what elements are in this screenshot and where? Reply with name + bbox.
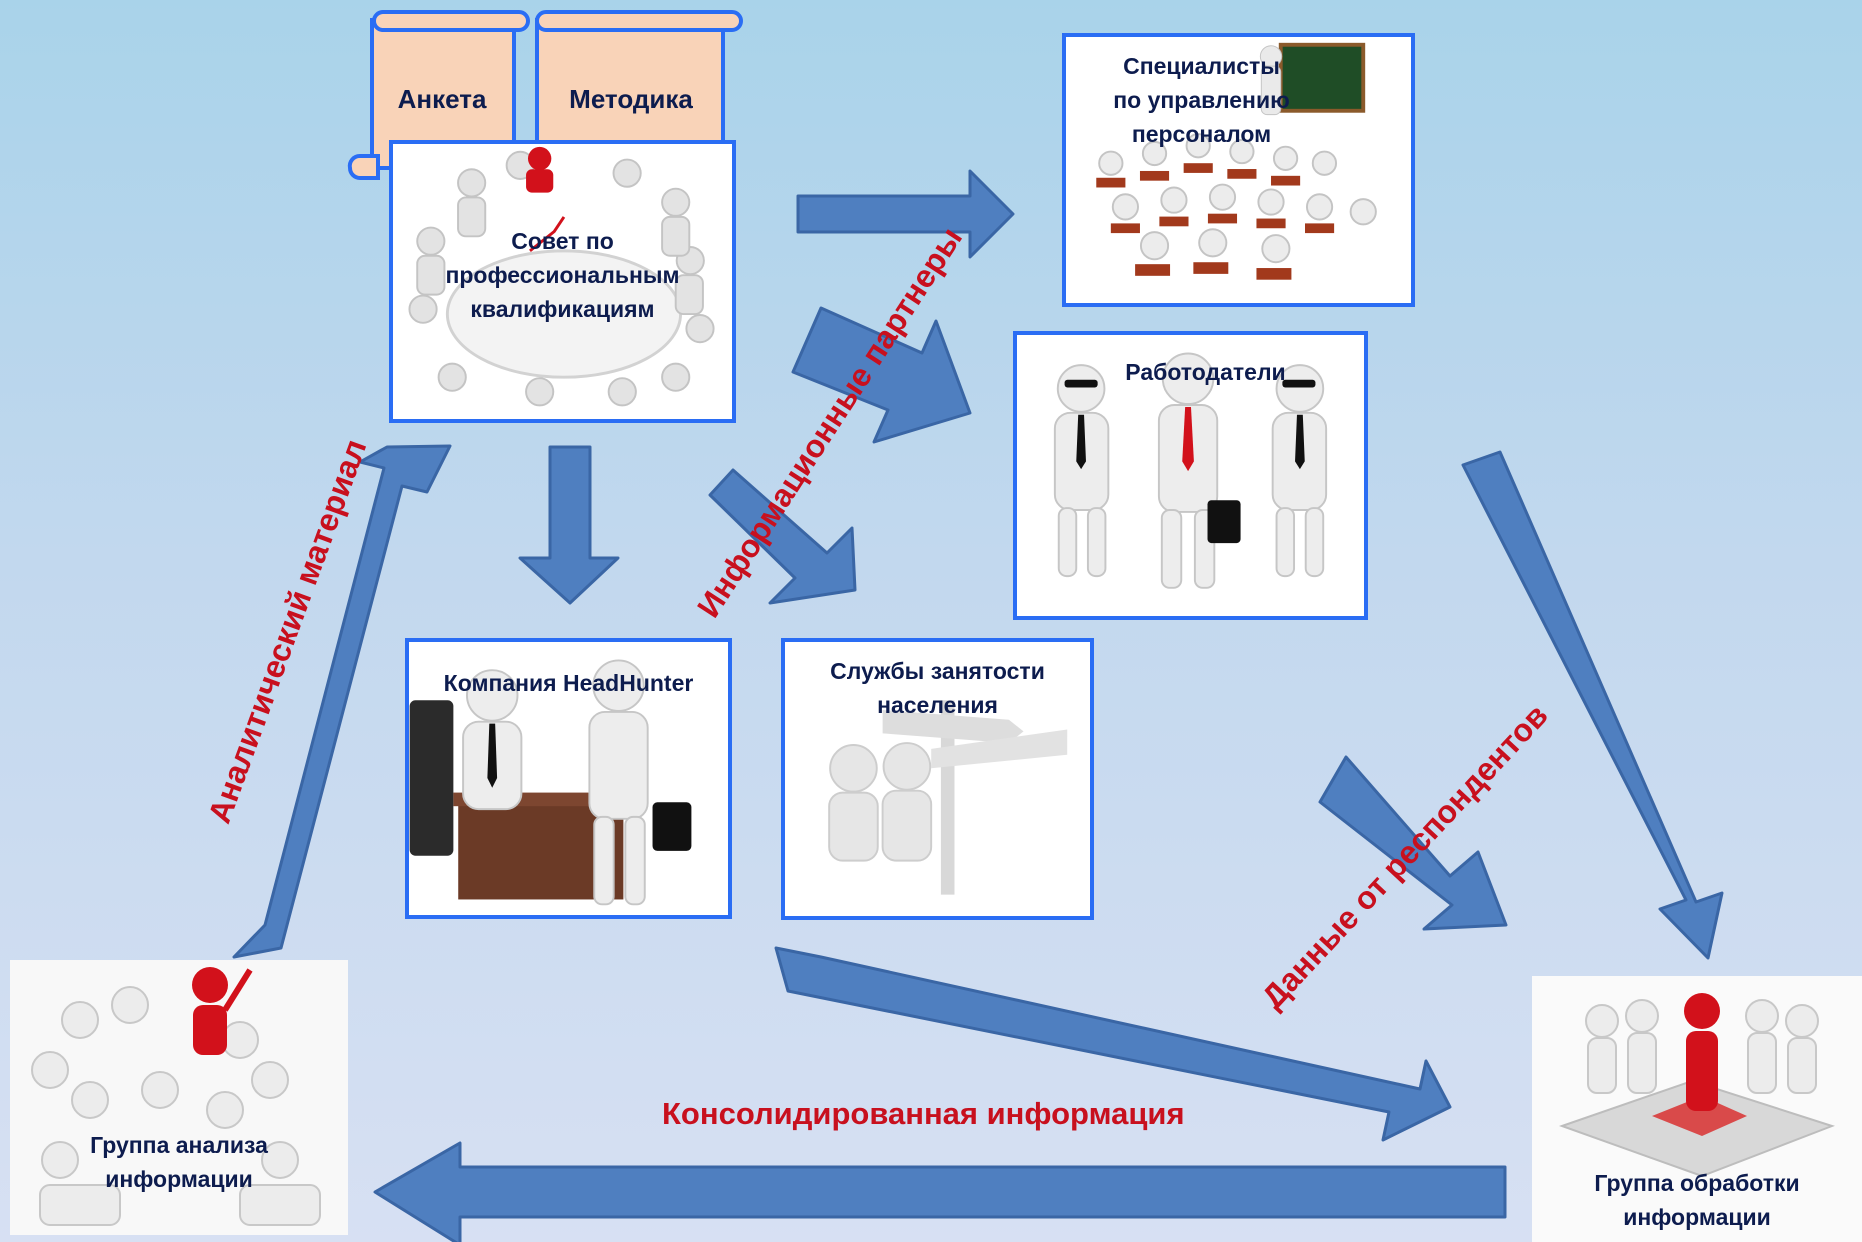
scroll-questionnaire-label: Анкета <box>397 84 487 114</box>
handshake-deal-icon <box>409 659 692 906</box>
arrow-council-to-headhunter <box>518 445 620 605</box>
arrow-to-processing-consolidated <box>774 946 1452 1142</box>
node-processing-group-label: Группа обработки информации <box>1594 1170 1800 1230</box>
node-hr-specialists: Специалисты по управлению персоналом <box>1062 33 1415 307</box>
node-employers: Работодатели <box>1013 331 1368 620</box>
arrow-analysis-to-council <box>232 444 452 959</box>
node-employers-label: Работодатели <box>1125 359 1286 385</box>
arrow-council-to-hr <box>796 169 1015 259</box>
scroll-icon <box>535 10 743 150</box>
node-hr-specialists-label: Специалисты по управлению персоналом <box>1113 53 1290 147</box>
arrow-council-to-employers <box>791 306 972 444</box>
node-analysis-group-label: Группа анализа информации <box>90 1132 268 1192</box>
arrow-processing-to-analysis <box>373 1141 1507 1242</box>
business-people-icon <box>1053 352 1328 589</box>
classroom-audience-icon <box>1096 42 1377 280</box>
arrow-employers-to-processing <box>1461 450 1724 960</box>
scroll-methodology-label: Методика <box>569 84 693 114</box>
node-analysis-group: Группа анализа информации <box>10 960 348 1235</box>
node-headhunter-label: Компания HeadHunter <box>443 670 694 696</box>
node-council: Совет по профессиональным квалификациям <box>389 140 736 423</box>
node-processing-group: Группа обработки информации <box>1532 976 1862 1242</box>
node-employment-services-label: Службы занятости населения <box>830 658 1045 718</box>
round-table-meeting-icon <box>408 146 715 407</box>
brainstorm-group-icon <box>31 967 321 1226</box>
node-council-label: Совет по профессиональным квалификациям <box>445 228 680 322</box>
arrow-council-to-employment-services <box>708 468 857 605</box>
puzzle-team-icon <box>1558 993 1836 1178</box>
arrow-respondent-data <box>1318 755 1508 931</box>
node-employment-services: Службы занятости населения <box>781 638 1094 920</box>
node-headhunter: Компания HeadHunter <box>405 638 732 919</box>
scroll-methodology: Методика <box>533 6 745 151</box>
flow-label-consolidated-information: Консолидированная информация <box>662 1096 1185 1131</box>
signpost-people-icon <box>828 700 1068 895</box>
